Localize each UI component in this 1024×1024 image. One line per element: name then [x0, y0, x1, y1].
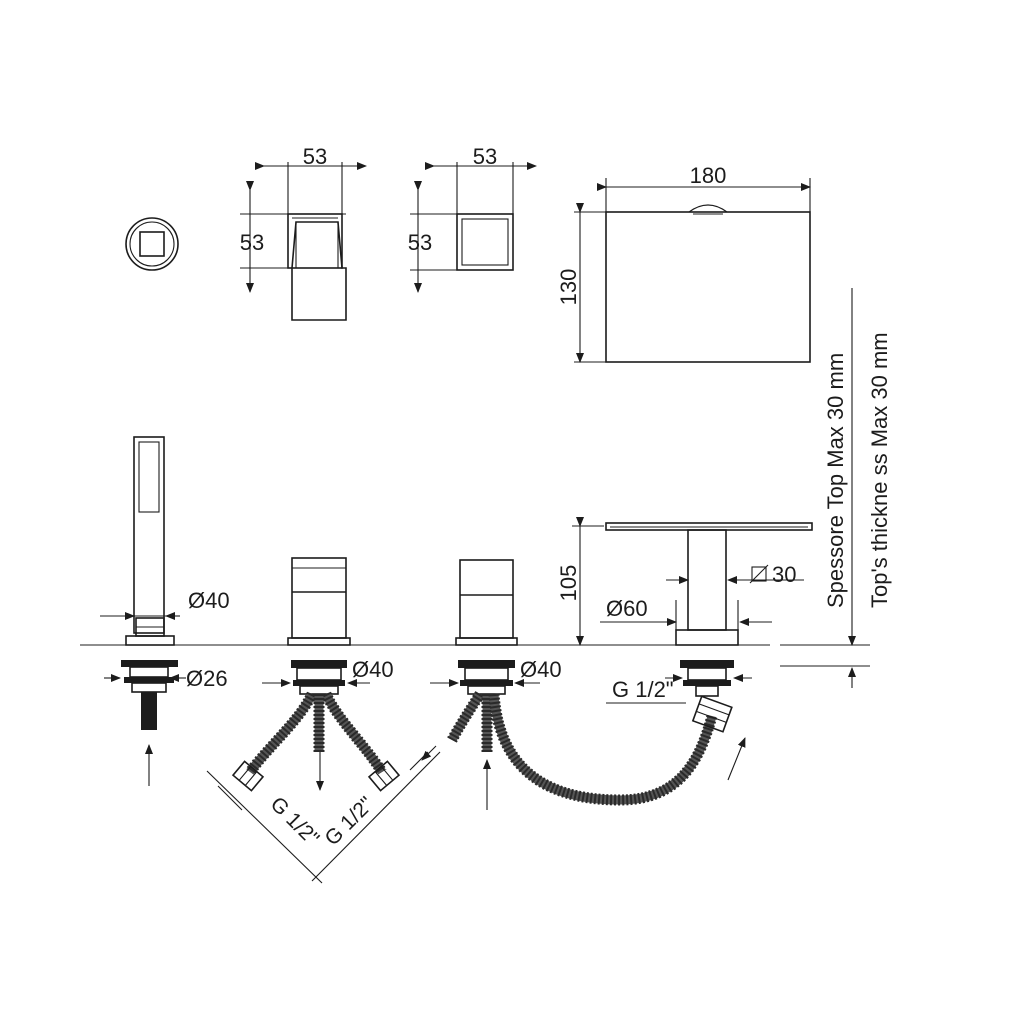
- knob-height-label: 53: [408, 230, 432, 255]
- spout-column-square-label: 30: [772, 562, 796, 587]
- top-thickness-en-label: Top's thickne ss Max 30 mm: [867, 332, 892, 608]
- right-mixer-diameter-label: Ø40: [520, 657, 562, 682]
- handle-width-label: 53: [303, 144, 327, 169]
- hand-shower-elevation: [100, 436, 186, 786]
- spout-connection-label: G 1/2": [612, 677, 674, 702]
- spout-base-diameter-label: Ø60: [606, 596, 648, 621]
- round-cover-plan-view: [125, 217, 179, 271]
- spout-elevation: [572, 517, 813, 781]
- top-thickness-it-label: Spessore Top Max 30 mm: [823, 353, 848, 608]
- knob-width-label: 53: [473, 144, 497, 169]
- handle-side-view: [240, 162, 367, 321]
- knob-front-view: [410, 162, 537, 293]
- right-hose-connection-label: G 1/2": [320, 792, 378, 850]
- shower-body-diameter-label: Ø40: [188, 588, 230, 613]
- left-hose-connection-label: G 1/2": [266, 792, 324, 850]
- spout-column-height-label: 105: [556, 565, 581, 602]
- left-mixer-hoses: [206, 691, 441, 884]
- spout-height-label: 130: [556, 269, 581, 306]
- square-symbol-icon: [749, 564, 769, 584]
- spout-plate-plan-view: [574, 178, 811, 363]
- left-mixer-diameter-label: Ø40: [352, 657, 394, 682]
- shower-shank-diameter-label: Ø26: [186, 666, 228, 691]
- right-mixer-elevation: [430, 559, 718, 810]
- handle-height-label: 53: [240, 230, 264, 255]
- spout-width-label: 180: [690, 163, 727, 188]
